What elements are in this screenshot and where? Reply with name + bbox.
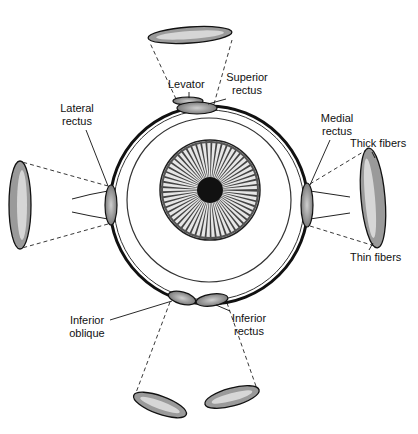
enlarged-sections [9, 24, 389, 423]
muscle-line [310, 213, 350, 219]
thin-fiber-zone [211, 388, 254, 407]
part-label: Thick fibers [350, 137, 406, 150]
leader-line [86, 130, 108, 186]
iris-striations [179, 159, 241, 221]
iris [160, 140, 260, 240]
leader-line [189, 92, 190, 98]
sclera [110, 106, 308, 304]
dashed-line [22, 224, 108, 248]
thin-fiber-zone [156, 29, 224, 42]
dashed-line [22, 162, 108, 186]
lateral-rectus-section [105, 185, 117, 225]
part-label: Levator [168, 78, 205, 91]
medial-rectus-section [301, 183, 313, 227]
leader-line [372, 152, 375, 158]
dashed-line [150, 43, 176, 99]
part-label: Inferior rectus [224, 312, 274, 338]
muscle-cross-section [203, 381, 262, 413]
thin-fiber-zone [139, 394, 181, 416]
projection-lines [22, 40, 378, 398]
part-label: Thin fibers [350, 251, 401, 264]
leader-lines [86, 92, 375, 320]
leader-line [216, 305, 230, 311]
thin-fiber-zone [362, 158, 379, 239]
leader-line [369, 243, 373, 250]
leader-line [110, 301, 172, 320]
muscle-cross-section [357, 147, 390, 249]
superior-rectus-section [177, 102, 217, 114]
inferior-oblique-section [167, 289, 197, 308]
part-label: Medial rectus [314, 112, 360, 138]
iris-rim [162, 142, 258, 238]
dashed-line [134, 302, 170, 398]
limbus [127, 118, 291, 282]
muscle-line [310, 191, 350, 197]
thin-fiber-zone [17, 170, 27, 240]
muscle-line [72, 191, 108, 199]
eyeball [110, 106, 308, 304]
muscle-cross-section [131, 387, 190, 423]
muscle-cross-section [9, 161, 31, 249]
leader-line [208, 99, 226, 104]
pupil [197, 177, 223, 203]
muscle-insertions [105, 97, 313, 308]
leader-line [310, 140, 330, 185]
inferior-rectus-section [195, 292, 228, 308]
sclera-inner [114, 110, 304, 300]
part-label: Lateral rectus [54, 102, 100, 128]
muscle-line [72, 212, 108, 219]
muscle-cross-section [148, 24, 233, 46]
part-label: Superior rectus [222, 71, 272, 97]
part-label: Inferior oblique [62, 314, 112, 340]
